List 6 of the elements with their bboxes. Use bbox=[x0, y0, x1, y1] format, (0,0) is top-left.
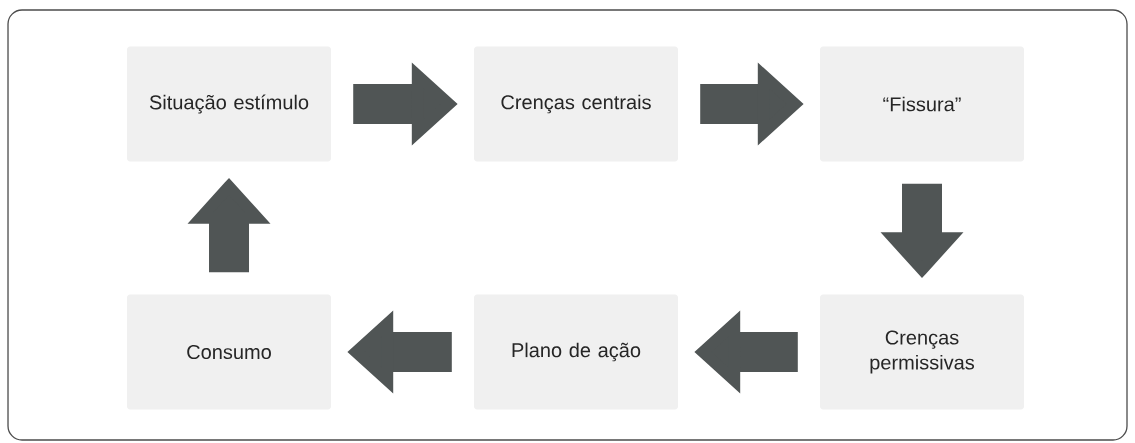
process-box: Plano de ação bbox=[474, 294, 678, 410]
process-box: Crenças permissivas bbox=[820, 294, 1024, 410]
process-box: “Fissura” bbox=[820, 46, 1024, 162]
process-box: Crenças centrais bbox=[474, 46, 678, 162]
process-box: Consumo bbox=[127, 294, 331, 410]
process-box: Situação estímulo bbox=[127, 46, 331, 162]
